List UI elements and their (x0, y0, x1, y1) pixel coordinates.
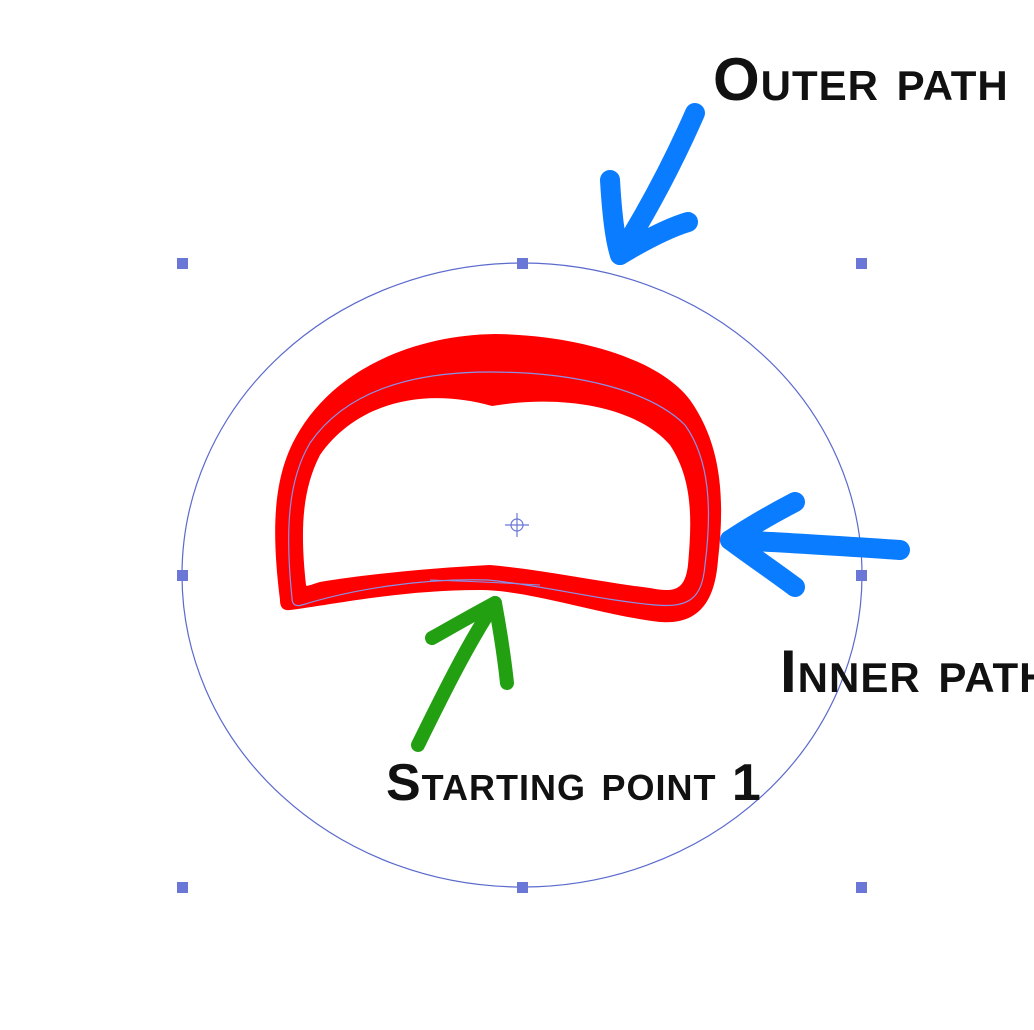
selection-handle-icon[interactable] (517, 258, 528, 269)
inner-path-label: Inner path (780, 638, 1034, 705)
selection-handle-icon[interactable] (856, 570, 867, 581)
selection-handle-icon[interactable] (856, 882, 867, 893)
starting-point-segment (429, 579, 541, 586)
selection-handle-icon[interactable] (517, 882, 528, 893)
selection-handle-icon[interactable] (177, 258, 188, 269)
crosshair-icon[interactable] (505, 513, 529, 537)
starting-point-label: Starting point 1 (386, 754, 762, 812)
selection-handle-icon[interactable] (856, 258, 867, 269)
inner-path-line (288, 371, 710, 607)
outer-path-label: Outer path (713, 46, 1009, 113)
starting-point-arrow-icon (411, 596, 514, 752)
selection-handle-icon[interactable] (177, 570, 188, 581)
inner-path-arrow-icon (720, 492, 910, 597)
outer-path-arrow-icon (600, 103, 705, 265)
red-stroke-shape (275, 334, 722, 623)
selection-handle-icon[interactable] (177, 882, 188, 893)
selection-handles (177, 258, 867, 893)
